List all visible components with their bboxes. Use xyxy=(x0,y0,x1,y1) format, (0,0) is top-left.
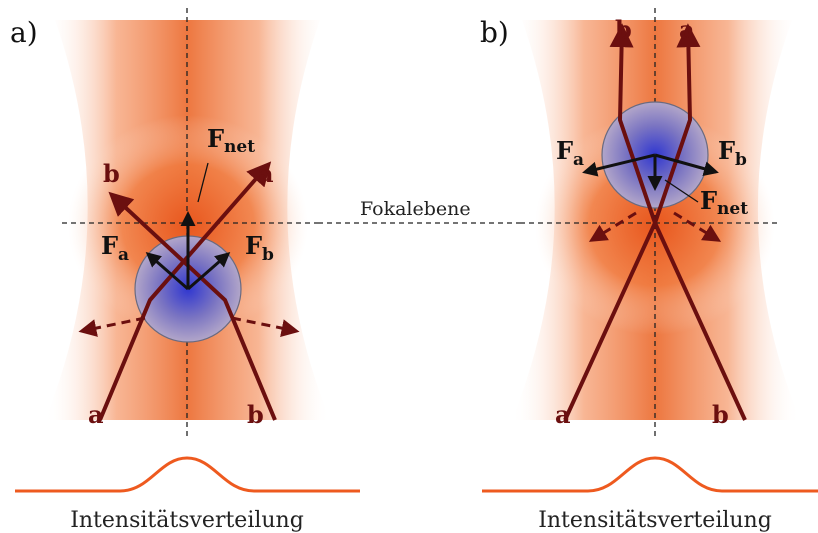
rays-a xyxy=(98,161,277,421)
panel-b: b) b a a b Fa Fb Fnet Fokalebe xyxy=(318,8,818,533)
ray-label-a-bottom-a: a xyxy=(88,400,104,429)
reflections-b xyxy=(588,211,722,242)
ray-a-panel-a xyxy=(98,161,272,421)
force-net-label-a: Fnet xyxy=(207,124,255,157)
reflections-a xyxy=(78,316,300,337)
force-a-arrow-b xyxy=(582,153,656,177)
force-b-arrow-a xyxy=(187,252,231,291)
panel-a-label: a) xyxy=(10,16,38,49)
force-b-label-b: Fb xyxy=(718,136,747,170)
ray-label-a-bottom-b: a xyxy=(555,400,571,429)
ray-label-b-top-a: b xyxy=(103,159,120,188)
focal-plane-label: Fokalebene xyxy=(360,198,471,220)
ray-label-a-top-b: a xyxy=(679,15,695,44)
force-b-label-a: Fb xyxy=(245,231,274,265)
ray-label-b-bottom-b: b xyxy=(712,400,729,429)
intensity-caption-b: Intensitätsverteilung xyxy=(538,508,772,533)
intensity-profile-a xyxy=(15,456,360,493)
ray-b-panel-a xyxy=(108,191,277,421)
ray-b-panel-b xyxy=(609,23,747,421)
panel-a: a) b a a b Fnet xyxy=(10,8,360,533)
force-a-arrow-a xyxy=(145,252,189,291)
forces-b xyxy=(582,153,719,203)
rays-b xyxy=(563,23,747,421)
force-a-label-a: Fa xyxy=(101,231,129,265)
ray-label-b-top-b: b xyxy=(615,15,632,44)
forces-a xyxy=(145,162,231,291)
ray-label-b-bottom-a: b xyxy=(247,400,264,429)
force-net-label-b: Fnet xyxy=(700,186,748,219)
intensity-caption-a: Intensitätsverteilung xyxy=(70,508,304,533)
force-b-arrow-b xyxy=(654,153,719,177)
ray-a-panel-b xyxy=(563,23,701,421)
panel-b-label: b) xyxy=(480,16,509,49)
force-a-label-b: Fa xyxy=(556,136,584,170)
ray-label-a-top-a: a xyxy=(258,159,274,188)
intensity-profile-b xyxy=(482,456,818,493)
